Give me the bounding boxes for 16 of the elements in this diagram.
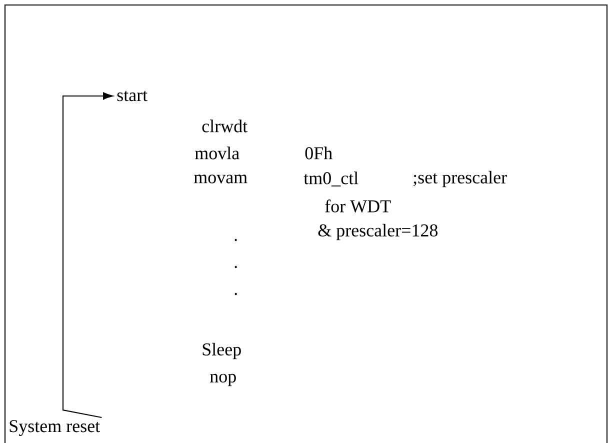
code-comment: for WDT	[325, 200, 391, 212]
ellipsis-dot: .	[234, 292, 237, 296]
arrow	[62, 92, 114, 418]
code-line: clrwdt	[202, 120, 248, 132]
code-line: movam	[194, 174, 248, 184]
ellipsis-dot: .	[234, 266, 237, 268]
code-operand: 0Fh	[305, 146, 332, 160]
code-line: Sleep	[202, 342, 241, 360]
code-comment: & prescaler=128	[318, 224, 438, 240]
reset-label: System reset	[10, 420, 100, 436]
ellipsis-dot: .	[234, 238, 237, 242]
start-label: start	[117, 90, 148, 102]
code-operand: tm0_ctl	[304, 172, 358, 186]
code-line: nop	[210, 374, 236, 386]
code-line: movla	[194, 146, 240, 160]
code-comment: ;set prescaler	[414, 170, 507, 188]
